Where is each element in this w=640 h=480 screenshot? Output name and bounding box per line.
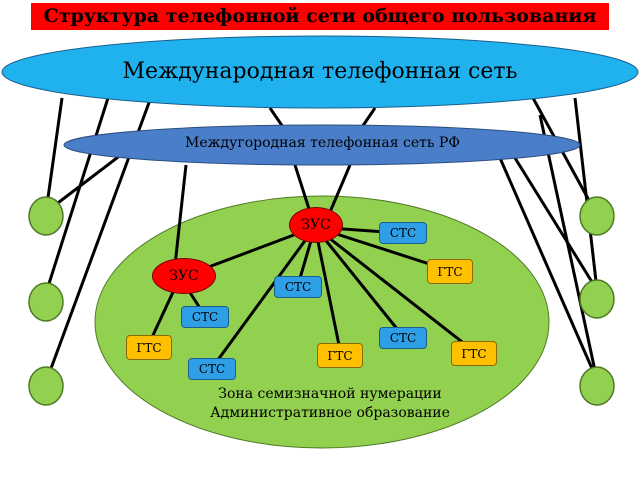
zus-node-left: ЗУС bbox=[152, 258, 216, 294]
zus-node-top: ЗУС bbox=[289, 207, 343, 243]
subscriber-circle bbox=[28, 282, 64, 322]
subscriber-circle bbox=[579, 366, 615, 406]
link-line bbox=[44, 97, 110, 294]
subscriber-circle bbox=[579, 196, 615, 236]
zone-link-line bbox=[210, 226, 317, 369]
subscriber-circle bbox=[579, 279, 615, 319]
gtc-node: ГТС bbox=[317, 343, 363, 368]
stc-node: СТС bbox=[188, 358, 236, 380]
long-distance-network-ellipse bbox=[63, 124, 581, 166]
subscriber-circle bbox=[28, 196, 64, 236]
zone-caption-line-2: Административное образование bbox=[210, 405, 450, 421]
link-line bbox=[173, 164, 188, 266]
link-line bbox=[45, 146, 131, 214]
link-line bbox=[44, 97, 64, 213]
link-line bbox=[513, 157, 599, 291]
zone-link-line bbox=[313, 226, 342, 351]
stc-node: СТС bbox=[274, 276, 322, 298]
link-line bbox=[293, 164, 312, 213]
gtc-node: ГТС bbox=[126, 335, 172, 360]
international-network-label: Международная телефонная сеть bbox=[122, 59, 518, 84]
gtc-node: ГТС bbox=[427, 259, 473, 284]
gtc-node: ГТС bbox=[451, 341, 497, 366]
diagram-title: Структура телефонной сети общего пользов… bbox=[31, 3, 609, 30]
zone-link-line bbox=[314, 225, 476, 354]
zone-caption: Зона семизначной нумерации Административ… bbox=[180, 385, 480, 423]
link-line bbox=[573, 97, 599, 291]
stc-node: СТС bbox=[379, 327, 427, 349]
zone-link-line bbox=[313, 226, 404, 336]
long-distance-network-label: Междугородная телефонная сеть РФ bbox=[185, 135, 460, 151]
link-line bbox=[328, 164, 352, 213]
subscriber-circle bbox=[28, 366, 64, 406]
link-line bbox=[538, 114, 599, 381]
link-line bbox=[498, 157, 599, 381]
international-network-ellipse bbox=[1, 35, 639, 109]
zone-caption-line-1: Зона семизначной нумерации bbox=[218, 386, 442, 402]
stc-node: СТС bbox=[181, 306, 229, 328]
stc-node: СТС bbox=[379, 222, 427, 244]
